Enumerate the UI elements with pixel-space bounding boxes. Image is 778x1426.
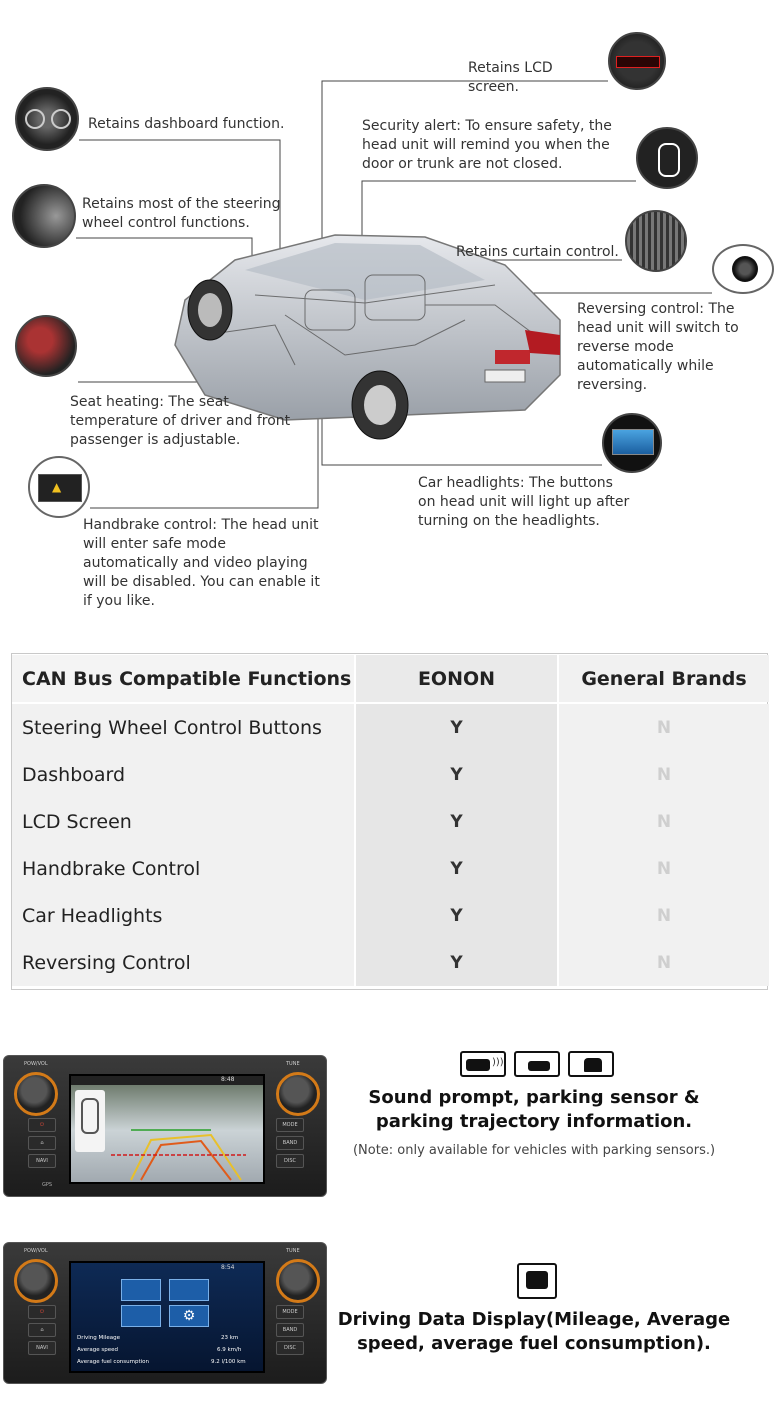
steering-wheel-thumbnail — [12, 184, 76, 248]
navi-button[interactable]: NAVI — [28, 1154, 56, 1168]
tune-label: TUNE — [286, 1248, 300, 1254]
callout-lcd: Retains LCD screen. — [468, 60, 553, 95]
settings-gear-icon[interactable]: ⚙ — [169, 1305, 209, 1327]
callout-curtain: Retains curtain control. — [456, 244, 619, 260]
gps-label: GPS — [42, 1182, 53, 1188]
driving-data-screen: 8:54 ⚙ Driving Mileage 23 km Average spe… — [69, 1261, 265, 1373]
lcd-screen-thumbnail — [608, 32, 666, 90]
head-unit-driving-data: POW/VOL TUNE ⏻ ⌂ NAVI MODE BAND DISC 8:5… — [3, 1242, 327, 1384]
door-alert-thumbnail — [636, 127, 698, 189]
tune-knob[interactable] — [276, 1072, 320, 1116]
home-button[interactable]: ⌂ — [28, 1323, 56, 1337]
car-sensor-icon: ))) — [460, 1051, 506, 1077]
power-button[interactable]: ⏻ — [28, 1305, 56, 1319]
header-eonon: EONON — [356, 655, 557, 702]
feature-parking-note: (Note: only available for vehicles with … — [352, 1143, 716, 1158]
callout-security: Security alert: To ensure safety, the he… — [362, 118, 612, 172]
callout-steering: Retains most of the steering wheel contr… — [82, 196, 281, 231]
tune-knob[interactable] — [276, 1259, 320, 1303]
mileage-value: 23 km — [221, 1335, 239, 1341]
pow-vol-label: POW/VOL — [24, 1061, 48, 1067]
row-function: Car Headlights — [12, 892, 354, 939]
header-general: General Brands — [559, 655, 769, 702]
table-row: LCD Screen Y N — [12, 798, 769, 845]
mode-button[interactable]: MODE — [276, 1305, 304, 1319]
table-row: Dashboard Y N — [12, 751, 769, 798]
row-general-value: N — [559, 704, 769, 751]
row-eonon-value: Y — [356, 751, 557, 798]
row-general-value: N — [559, 751, 769, 798]
row-function: Reversing Control — [12, 939, 354, 986]
car-front-icon — [568, 1051, 614, 1077]
table-row: Handbrake Control Y N — [12, 845, 769, 892]
feature-driving-data-title: Driving Data Display(Mileage, Average sp… — [337, 1309, 731, 1354]
row-eonon-value: Y — [356, 892, 557, 939]
curtain-thumbnail — [625, 210, 687, 272]
row-eonon-value: Y — [356, 939, 557, 986]
navi-button[interactable]: NAVI — [28, 1341, 56, 1355]
home-button[interactable]: ⌂ — [28, 1136, 56, 1150]
band-button[interactable]: BAND — [276, 1136, 304, 1150]
row-general-value: N — [559, 939, 769, 986]
avg-fuel-value: 9.2 l/100 km — [211, 1359, 246, 1365]
row-general-value: N — [559, 892, 769, 939]
power-button[interactable]: ⏻ — [28, 1118, 56, 1132]
callout-seat: Seat heating: The seat temperature of dr… — [70, 394, 291, 448]
canbus-comparison-table: CAN Bus Compatible Functions EONON Gener… — [11, 653, 769, 990]
dashboard-thumbnail — [15, 87, 79, 151]
table-header-row: CAN Bus Compatible Functions EONON Gener… — [12, 655, 769, 702]
avg-speed-label: Average speed — [77, 1347, 118, 1353]
tune-label: TUNE — [286, 1061, 300, 1067]
car-cutaway-illustration — [174, 234, 561, 440]
seat-heating-thumbnail — [15, 315, 77, 377]
row-eonon-value: Y — [356, 798, 557, 845]
table-row: Car Headlights Y N — [12, 892, 769, 939]
curtain-tile[interactable] — [121, 1305, 161, 1327]
row-function: LCD Screen — [12, 798, 354, 845]
volume-knob[interactable] — [14, 1259, 58, 1303]
headlights-thumbnail — [602, 413, 662, 473]
car-radar-icon — [514, 1051, 560, 1077]
screen-time: 8:54 — [221, 1264, 235, 1271]
feature-parking-title: Sound prompt, parking sensor & parking t… — [368, 1087, 700, 1132]
pow-vol-label: POW/VOL — [24, 1248, 48, 1254]
mileage-label: Driving Mileage — [77, 1335, 120, 1341]
seat-heat-right-tile[interactable] — [169, 1279, 209, 1301]
row-eonon-value: Y — [356, 845, 557, 892]
row-general-value: N — [559, 845, 769, 892]
row-function: Steering Wheel Control Buttons — [12, 704, 354, 751]
head-unit-parking: POW/VOL TUNE ⏻ ⌂ NAVI MODE BAND DISC GPS… — [3, 1055, 327, 1197]
row-function: Dashboard — [12, 751, 354, 798]
screen-time: 8:48 — [221, 1076, 235, 1083]
disc-button[interactable]: DISC — [276, 1154, 304, 1168]
callout-reversing: Reversing control: The head unit will sw… — [577, 301, 739, 393]
callout-headlights: Car headlights: The buttons on head unit… — [418, 475, 630, 529]
row-function: Handbrake Control — [12, 845, 354, 892]
table-row: Steering Wheel Control Buttons Y N — [12, 704, 769, 751]
header-functions: CAN Bus Compatible Functions — [12, 655, 354, 702]
parking-camera-screen: 8:48 — [69, 1074, 265, 1184]
table-row: Reversing Control Y N — [12, 939, 769, 986]
volume-knob[interactable] — [14, 1072, 58, 1116]
reversing-camera-thumbnail — [712, 244, 774, 294]
disc-button[interactable]: DISC — [276, 1341, 304, 1355]
handbrake-thumbnail: ▲ — [28, 456, 90, 518]
mode-button[interactable]: MODE — [276, 1118, 304, 1132]
avg-fuel-label: Average fuel consumption — [77, 1359, 150, 1365]
callout-handbrake: Handbrake control: The head unit will en… — [83, 517, 320, 609]
fuel-display-icon — [517, 1263, 557, 1299]
row-general-value: N — [559, 798, 769, 845]
seat-heat-left-tile[interactable] — [121, 1279, 161, 1301]
avg-speed-value: 6.9 km/h — [217, 1347, 242, 1353]
row-eonon-value: Y — [356, 704, 557, 751]
band-button[interactable]: BAND — [276, 1323, 304, 1337]
callout-dashboard: Retains dashboard function. — [88, 116, 285, 132]
